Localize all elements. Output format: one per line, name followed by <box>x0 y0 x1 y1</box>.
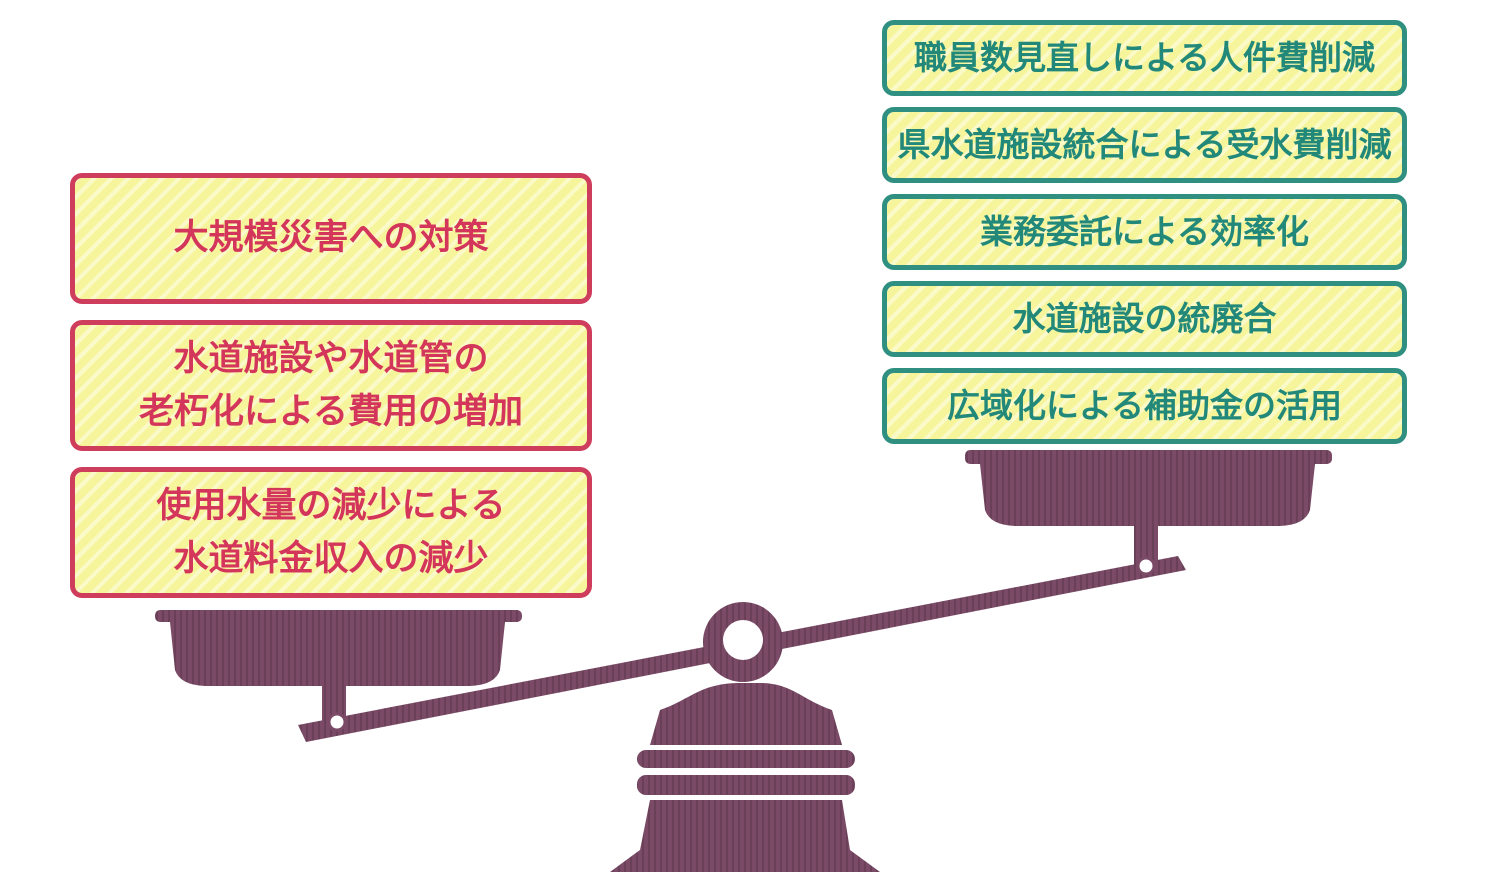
right-pan-pivot <box>1136 556 1156 576</box>
right-item-subsidy: 広域化による補助金の活用 <box>882 368 1407 444</box>
scale-base-ring-top <box>637 750 855 768</box>
scale-base <box>650 683 842 745</box>
scale-base-ring-bottom <box>637 775 855 795</box>
right-item-facility-consolidation: 水道施設の統廃合 <box>882 281 1407 357</box>
right-pan-rim <box>965 450 1332 464</box>
right-item-outsourcing: 業務委託による効率化 <box>882 194 1407 270</box>
left-item-disaster-measures: 大規模災害への対策 <box>70 173 592 304</box>
item-line: 使用水量の減少による <box>156 486 506 526</box>
left-pan-pivot <box>327 712 347 732</box>
scale-fulcrum-hole <box>723 620 763 660</box>
item-line: 水道料金収入の減少 <box>173 538 489 579</box>
left-pan-rim <box>155 610 522 622</box>
right-pan-bowl <box>980 464 1315 526</box>
item-line: 業務委託による効率化 <box>979 212 1309 252</box>
right-item-personnel-cost: 職員数見直しによる人件費削減 <box>882 20 1407 96</box>
item-line: 老朽化による費用の増加 <box>139 391 523 432</box>
left-pan-bowl <box>170 622 505 686</box>
right-item-water-purchase-cost: 県水道施設統合による受水費削減 <box>882 107 1407 183</box>
item-line: 職員数見直しによる人件費削減 <box>913 38 1375 78</box>
scale-foot <box>610 800 880 872</box>
left-item-revenue-decrease: 使用水量の減少による 水道料金収入の減少 <box>70 467 592 598</box>
left-item-aging-facilities: 水道施設や水道管の 老朽化による費用の増加 <box>70 320 592 451</box>
item-line: 県水道施設統合による受水費削減 <box>897 125 1392 165</box>
item-line: 水道施設の統廃合 <box>1012 299 1277 339</box>
item-line: 大規模災害への対策 <box>173 218 489 259</box>
item-line: 広域化による補助金の活用 <box>946 386 1342 426</box>
item-line: 水道施設や水道管の <box>173 339 489 379</box>
